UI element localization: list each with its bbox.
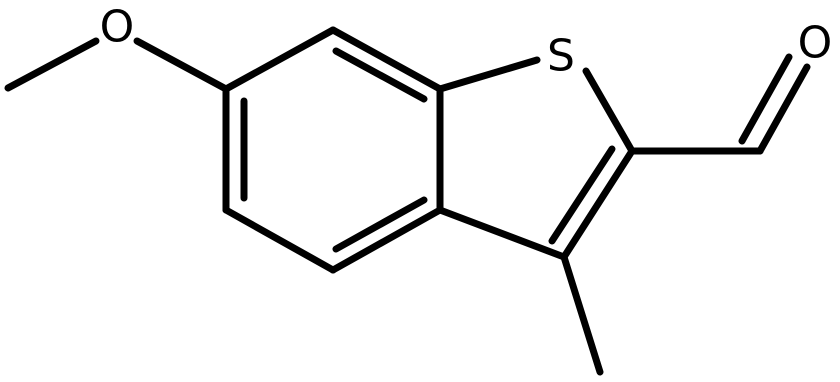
bond-aldehyde-c-o-double-inner — [738, 53, 793, 145]
bond-c7-c7a-inner — [332, 47, 428, 103]
methoxy-oxygen-label: O — [100, 2, 135, 53]
bond-c2-c3-inner — [548, 145, 616, 245]
bond-c2-c3 — [560, 147, 636, 261]
aldehyde-oxygen-label: O — [798, 18, 833, 69]
bond-c6-c7 — [222, 26, 337, 93]
bond-c4-c3a-inner — [332, 196, 428, 253]
bond-c7-c7a — [329, 26, 444, 93]
bond-c3-c3a — [436, 206, 568, 261]
bond-methyl-to-methoxy-oxygen — [4, 37, 100, 92]
bond-methoxy-oxygen-to-ring — [133, 37, 230, 93]
bond-c7a-sulfur — [436, 56, 541, 93]
bond-c3-methyl — [560, 253, 604, 376]
bond-c5-c4 — [222, 206, 337, 274]
bond-sulfur-c2 — [582, 67, 636, 155]
sulfur-label: S — [547, 31, 575, 82]
bond-aldehyde-c-o-double-outer — [756, 63, 811, 155]
bond-c4-c3a — [329, 206, 444, 274]
